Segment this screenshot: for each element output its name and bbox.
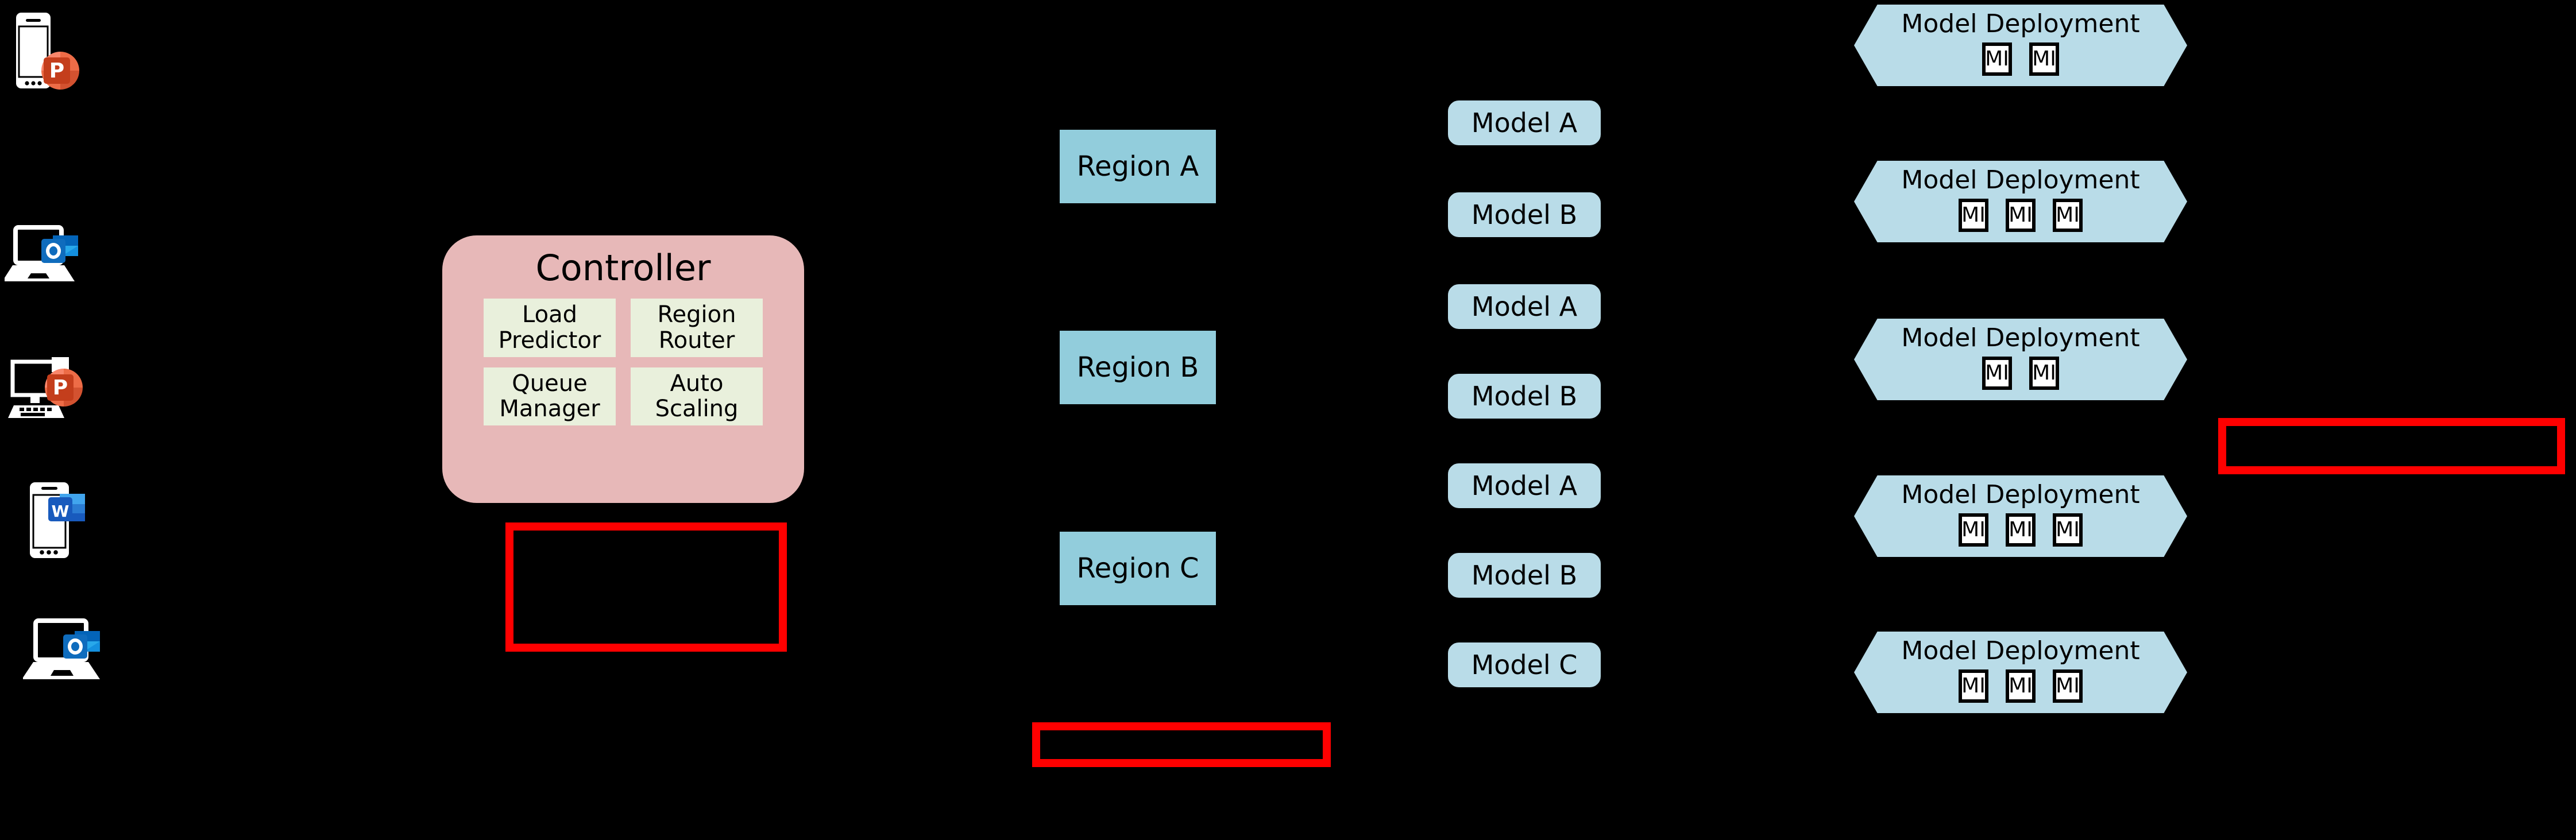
controller-cell-line-2: Predictor — [498, 327, 601, 354]
model-box-3[interactable]: Model A — [1445, 281, 1604, 332]
controller-highlight[interactable] — [505, 522, 787, 652]
model-instance-row: MI MI — [1982, 357, 2059, 390]
client-device-5 — [23, 617, 103, 692]
region-box-c[interactable]: Region C — [1060, 532, 1216, 605]
model-instance-row: MI MI MI — [1959, 513, 2083, 547]
model-instance[interactable]: MI — [2006, 199, 2036, 232]
svg-text:W: W — [52, 502, 69, 521]
model-instance[interactable]: MI — [1959, 199, 1988, 232]
model-deployment-title: Model Deployment — [1901, 165, 2140, 195]
model-instance-row: MI MI — [1982, 42, 2059, 76]
controller-cell-line-2: Router — [658, 327, 735, 354]
model-label: Model A — [1471, 291, 1578, 322]
model-instance[interactable]: MI — [1959, 513, 1988, 547]
controller-cell-load-predictor[interactable]: Load Predictor — [484, 299, 616, 357]
model-instance[interactable]: MI — [2029, 42, 2059, 76]
client-device-2 — [5, 225, 79, 294]
region-label: Region A — [1076, 150, 1199, 183]
word-icon: W — [48, 494, 85, 521]
controller-cell-line-1: Region — [657, 301, 736, 328]
model-box-7[interactable]: Model C — [1445, 640, 1604, 690]
model-instance[interactable]: MI — [1982, 357, 2012, 390]
model-deployment-title: Model Deployment — [1901, 9, 2140, 38]
powerpoint-icon: P — [41, 52, 79, 90]
model-label: Model B — [1471, 381, 1578, 412]
controller-component-grid: Load Predictor Region Router Queue Manag… — [484, 299, 763, 426]
controller-cell-line-2: Manager — [499, 396, 600, 423]
svg-text:P: P — [53, 376, 68, 400]
controller-cell-line-2: Scaling — [655, 396, 739, 423]
controller-cell-auto-scaling[interactable]: Auto Scaling — [631, 367, 763, 426]
model-deployment-title: Model Deployment — [1901, 480, 2140, 509]
model-instance[interactable]: MI — [2053, 513, 2083, 547]
model-label: Model B — [1471, 560, 1578, 591]
model-box-5[interactable]: Model A — [1445, 460, 1604, 511]
model-instance[interactable]: MI — [1982, 42, 2012, 76]
controller-cell-queue-manager[interactable]: Queue Manager — [484, 367, 616, 426]
client-device-1: P — [8, 10, 79, 91]
model-instance-row: MI MI MI — [1959, 199, 2083, 232]
region-label: Region B — [1076, 351, 1199, 384]
model-label: Model A — [1471, 107, 1578, 138]
model-box-1[interactable]: Model A — [1445, 98, 1604, 148]
model-instance[interactable]: MI — [2006, 513, 2036, 547]
model-instance[interactable]: MI — [1959, 669, 1988, 703]
region-label: Region C — [1076, 552, 1199, 584]
model-deployment-title: Model Deployment — [1901, 636, 2140, 665]
outlook-icon — [41, 235, 78, 263]
outlook-icon — [63, 631, 100, 659]
client-device-4: W — [10, 482, 85, 563]
powerpoint-icon: P — [45, 369, 83, 407]
model-label: Model B — [1471, 199, 1578, 230]
model-label: Model A — [1471, 470, 1578, 501]
model-label: Model C — [1471, 649, 1578, 680]
svg-text:P: P — [49, 59, 64, 83]
controller-cell-region-router[interactable]: Region Router — [631, 299, 763, 357]
model-box-2[interactable]: Model B — [1445, 189, 1604, 240]
controller-cell-line-1: Queue — [512, 370, 588, 397]
model-box-4[interactable]: Model B — [1445, 371, 1604, 421]
model-instance[interactable]: MI — [2053, 669, 2083, 703]
controller-cell-line-1: Load — [522, 301, 577, 328]
model-instance[interactable]: MI — [2053, 199, 2083, 232]
controller-panel: Controller Load Predictor Region Router … — [442, 235, 804, 503]
model-deployment-3[interactable]: Model Deployment MI MI — [1854, 319, 2187, 400]
controller-cell-line-1: Auto — [670, 370, 724, 397]
region-box-b[interactable]: Region B — [1060, 331, 1216, 404]
model-deployment-4[interactable]: Model Deployment MI MI MI — [1854, 475, 2187, 557]
controller-title: Controller — [535, 247, 711, 289]
model-deployment-1[interactable]: Model Deployment MI MI — [1854, 5, 2187, 86]
region-box-a[interactable]: Region A — [1060, 130, 1216, 203]
model-deployment-5[interactable]: Model Deployment MI MI MI — [1854, 632, 2187, 713]
client-device-3: P — [5, 357, 85, 426]
model-instance-row: MI MI MI — [1959, 669, 2083, 703]
model-deployment-2[interactable]: Model Deployment MI MI MI — [1854, 161, 2187, 242]
model-instance[interactable]: MI — [2029, 357, 2059, 390]
regions-highlight[interactable] — [1032, 722, 1331, 767]
model-box-6[interactable]: Model B — [1445, 550, 1604, 601]
model-deployment-title: Model Deployment — [1901, 323, 2140, 353]
model-instance[interactable]: MI — [2006, 669, 2036, 703]
deployments-highlight[interactable] — [2218, 418, 2565, 474]
